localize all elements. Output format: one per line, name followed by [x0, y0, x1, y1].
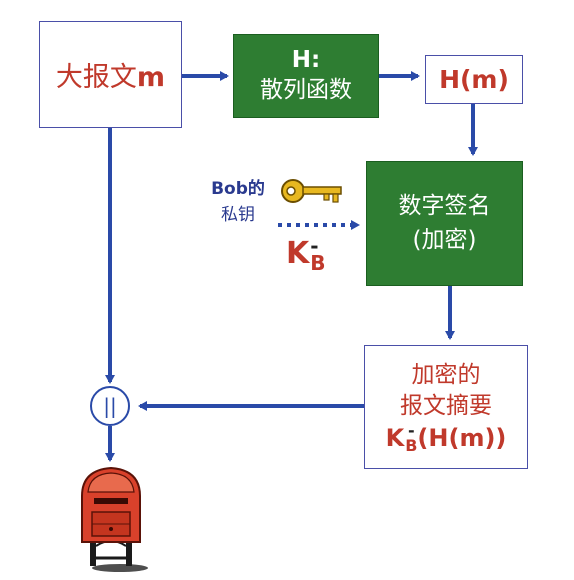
concat-symbol-text: ||	[103, 394, 117, 418]
private-key-sub: B	[310, 250, 326, 275]
mailbox-icon	[81, 466, 148, 572]
private-key-owner: Bob的	[211, 179, 265, 199]
hash-function-symbol: H:	[291, 47, 321, 74]
digest-formula: K-B(H(m))	[386, 422, 507, 454]
hash-value-box: H(m)	[425, 55, 523, 104]
private-key-symbol: K-B	[286, 233, 326, 275]
message-prefix: 大报文	[55, 62, 137, 93]
message-box: 大报文m	[39, 21, 182, 128]
encrypted-digest-box: 加密的 报文摘要 K-B(H(m))	[364, 345, 528, 469]
digital-signature-box: 数字签名 (加密)	[366, 161, 523, 286]
signature-subtitle: (加密)	[412, 226, 477, 253]
digest-suffix: (H(m))	[417, 423, 507, 452]
private-key-sup: -	[310, 233, 319, 258]
private-key-scripts: -B	[310, 233, 326, 275]
hash-function-label: 散列函数	[260, 77, 352, 103]
signature-title: 数字签名	[398, 193, 491, 220]
hash-value-label: H(m)	[439, 65, 509, 94]
message-label: 大报文m	[56, 55, 165, 94]
digest-line1: 加密的	[411, 361, 481, 388]
message-var: m	[136, 62, 166, 93]
digest-key-base: K	[385, 423, 405, 452]
digest-key-sup: -	[408, 421, 415, 441]
private-key-base: K	[286, 236, 310, 271]
digest-key-sub: B	[405, 435, 418, 455]
digest-line2: 报文摘要	[400, 392, 492, 419]
digest-key-scripts: -B	[405, 421, 418, 455]
key-icon	[281, 179, 342, 203]
concat-circle	[90, 386, 130, 426]
private-key-label: Bob的 私钥	[196, 176, 280, 229]
hash-function-box: H: 散列函数	[233, 34, 379, 118]
concat-symbol: ||	[91, 387, 129, 425]
private-key-desc: 私钥	[221, 205, 255, 226]
